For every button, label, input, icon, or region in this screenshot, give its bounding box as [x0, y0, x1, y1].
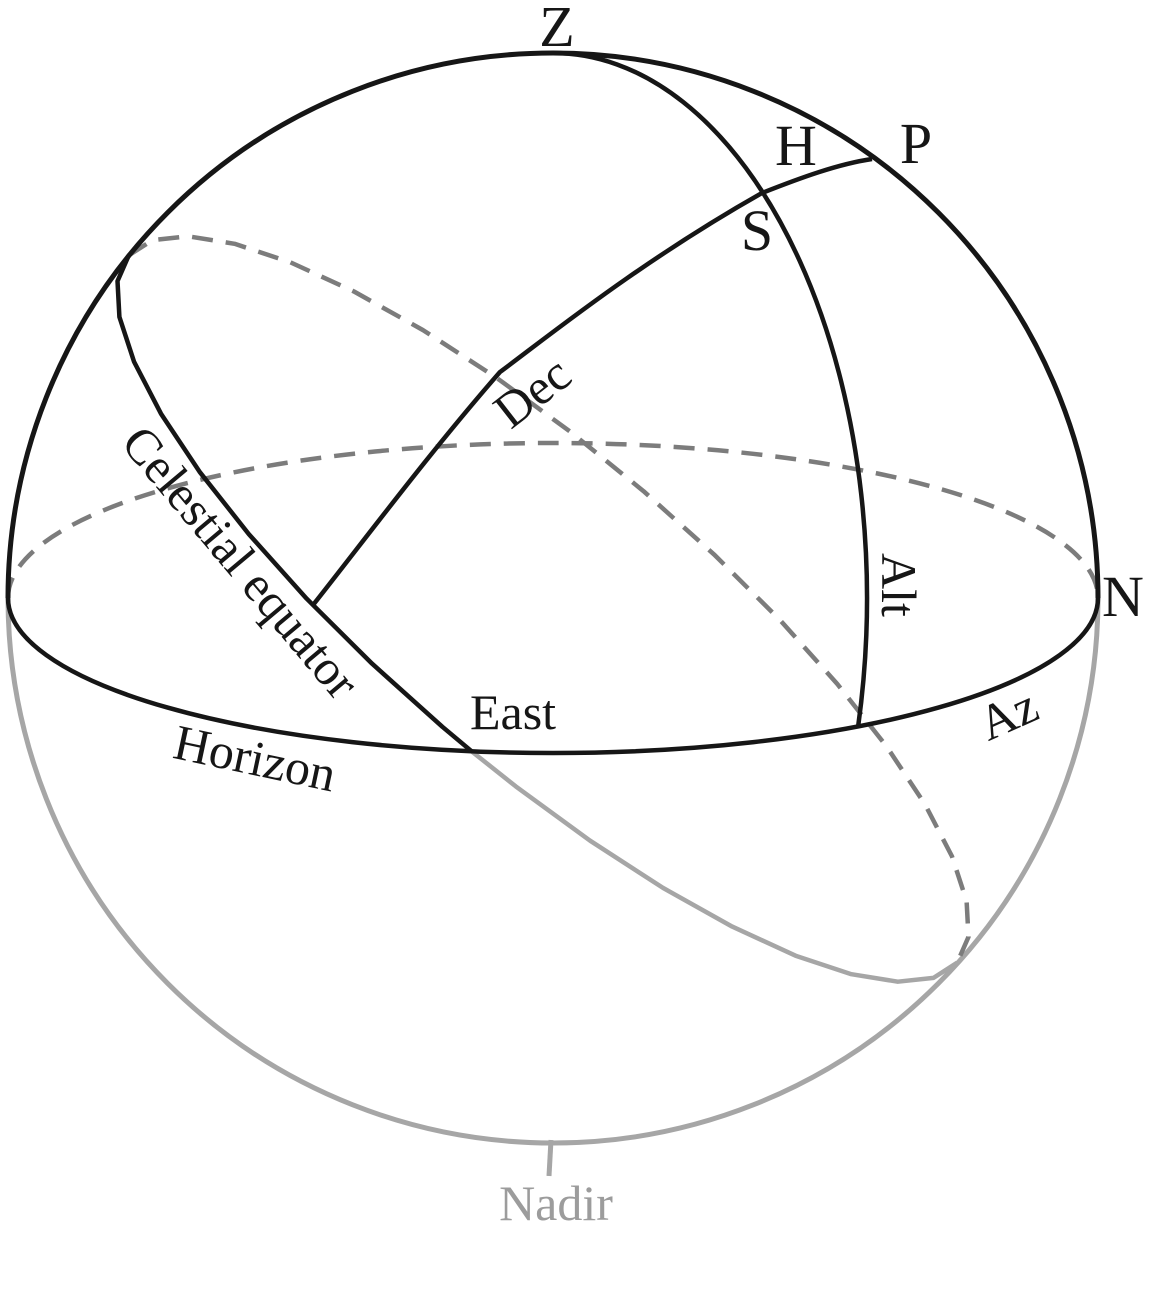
vertical-circle-altitude-arc	[552, 50, 870, 726]
horizon-back-dashed-arc	[5, 440, 1101, 599]
north-point-label: N	[1102, 564, 1144, 629]
celestial-equator-front-arc	[115, 254, 473, 753]
zenith-label: Z	[539, 0, 575, 59]
nadir-tick	[546, 1139, 554, 1177]
sphere-outline-lower-arc	[5, 597, 1101, 1146]
star-label: S	[740, 198, 774, 263]
celestial-equator-below-horizon-arc	[470, 749, 959, 984]
east-point-label: East	[469, 684, 557, 740]
altitude-label: Alt	[871, 553, 927, 617]
celestial-pole-label: P	[899, 111, 933, 176]
horizon-front-arc	[5, 597, 1101, 756]
nadir-label: Nadir	[499, 1175, 613, 1231]
hour-circle-declination-arc	[311, 156, 873, 607]
hour-angle-label: H	[775, 113, 817, 178]
celestial-equator-back-dashed-arc	[127, 234, 971, 964]
